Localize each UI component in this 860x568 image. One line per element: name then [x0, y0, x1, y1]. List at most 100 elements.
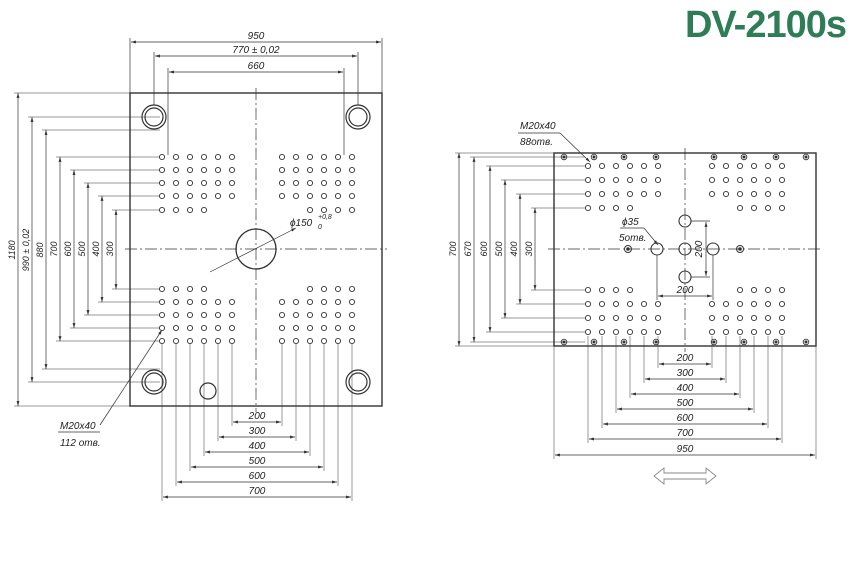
- thread-hole: [626, 204, 634, 212]
- thread-hole: [348, 324, 356, 332]
- edge-hole-center: [774, 340, 778, 344]
- left-bottom-dim-label: 500: [249, 456, 266, 467]
- right-bottom-dim-label: 400: [677, 383, 694, 394]
- thread-hole: [764, 300, 772, 308]
- thread-hole: [334, 311, 342, 319]
- thread-hole: [778, 162, 786, 170]
- thread-hole: [214, 179, 222, 187]
- right-bottom-dim-label: 950: [677, 444, 694, 455]
- thread-hole: [186, 324, 194, 332]
- thread-hole: [278, 311, 286, 319]
- thread-hole: [640, 176, 648, 184]
- thread-hole: [626, 162, 634, 170]
- thread-hole: [708, 162, 716, 170]
- thread-hole: [228, 166, 236, 174]
- thread-hole: [228, 192, 236, 200]
- thread-hole: [292, 153, 300, 161]
- left-side-dim-label: 880: [35, 242, 45, 257]
- thread-hole: [750, 162, 758, 170]
- thread-hole: [722, 328, 730, 336]
- thread-hole: [584, 286, 592, 294]
- thread-hole: [320, 324, 328, 332]
- small-side-hole: [624, 245, 632, 253]
- thread-hole: [200, 285, 208, 293]
- thread-hole: [348, 311, 356, 319]
- thread-hole: [278, 166, 286, 174]
- thread-hole: [158, 192, 166, 200]
- right-vertical-inner-dim: 200: [694, 240, 705, 258]
- thread-hole: [292, 179, 300, 187]
- right-platen-view: [455, 132, 822, 485]
- right-bottom-dim-label: 500: [677, 398, 694, 409]
- left-top-dimensions: [129, 38, 383, 155]
- center-hole: [235, 228, 277, 270]
- thread-hole: [214, 337, 222, 345]
- thread-hole: [640, 190, 648, 198]
- thread-hole: [722, 300, 730, 308]
- thread-hole: [228, 337, 236, 345]
- left-thread-label: M20x40: [60, 421, 96, 432]
- edge-hole-center: [804, 155, 808, 159]
- thread-hole: [626, 286, 634, 294]
- thread-hole: [584, 204, 592, 212]
- edge-hole-center: [654, 340, 658, 344]
- thread-hole: [764, 328, 772, 336]
- thread-hole: [158, 324, 166, 332]
- thread-hole: [186, 179, 194, 187]
- thread-hole: [214, 324, 222, 332]
- thread-hole: [200, 337, 208, 345]
- center-hole-tol-upper: +0,8: [318, 214, 332, 221]
- thread-hole: [750, 314, 758, 322]
- thread-hole: [612, 162, 620, 170]
- small-side-hole: [736, 245, 744, 253]
- thread-hole: [334, 298, 342, 306]
- thread-hole: [278, 324, 286, 332]
- thread-hole: [186, 337, 194, 345]
- thread-hole: [320, 179, 328, 187]
- thread-hole: [158, 285, 166, 293]
- thread-hole: [640, 162, 648, 170]
- thread-hole: [172, 153, 180, 161]
- right-side-dim-label: 600: [479, 241, 489, 256]
- thread-hole: [764, 176, 772, 184]
- left-side-dim-label: 990 ± 0,02: [21, 229, 31, 271]
- left-side-dim-label: 300: [105, 241, 115, 256]
- thread-hole: [640, 328, 648, 336]
- center-hole-leader: [209, 227, 297, 273]
- thread-hole: [158, 153, 166, 161]
- left-bottom-dim-label: 300: [249, 426, 266, 437]
- thread-hole: [172, 206, 180, 214]
- thread-hole: [292, 192, 300, 200]
- thread-hole: [348, 192, 356, 200]
- edge-hole-center: [654, 155, 658, 159]
- thread-hole: [736, 176, 744, 184]
- thread-hole: [334, 324, 342, 332]
- thread-hole: [214, 166, 222, 174]
- thread-hole: [158, 206, 166, 214]
- thread-hole: [278, 153, 286, 161]
- right-bottom-dim-label: 700: [677, 428, 694, 439]
- thread-hole: [654, 328, 662, 336]
- thread-hole: [598, 176, 606, 184]
- thread-hole: [654, 314, 662, 322]
- left-bottom-dim-label: 700: [249, 486, 266, 497]
- right-thread-holes: [560, 153, 810, 346]
- thread-hole: [214, 192, 222, 200]
- right-horizontal-inner-dim: 200: [676, 285, 694, 296]
- thread-hole: [584, 328, 592, 336]
- thread-hole: [722, 314, 730, 322]
- thread-hole: [278, 192, 286, 200]
- edge-hole-center: [622, 340, 626, 344]
- thread-hole: [626, 328, 634, 336]
- thread-hole: [334, 166, 342, 174]
- thread-hole: [736, 190, 744, 198]
- thread-hole: [778, 176, 786, 184]
- thread-hole: [278, 298, 286, 306]
- thread-hole: [320, 153, 328, 161]
- thread-hole: [750, 300, 758, 308]
- thread-hole: [292, 298, 300, 306]
- thread-hole: [736, 162, 744, 170]
- thread-hole: [200, 179, 208, 187]
- thread-hole: [158, 179, 166, 187]
- thread-hole: [778, 204, 786, 212]
